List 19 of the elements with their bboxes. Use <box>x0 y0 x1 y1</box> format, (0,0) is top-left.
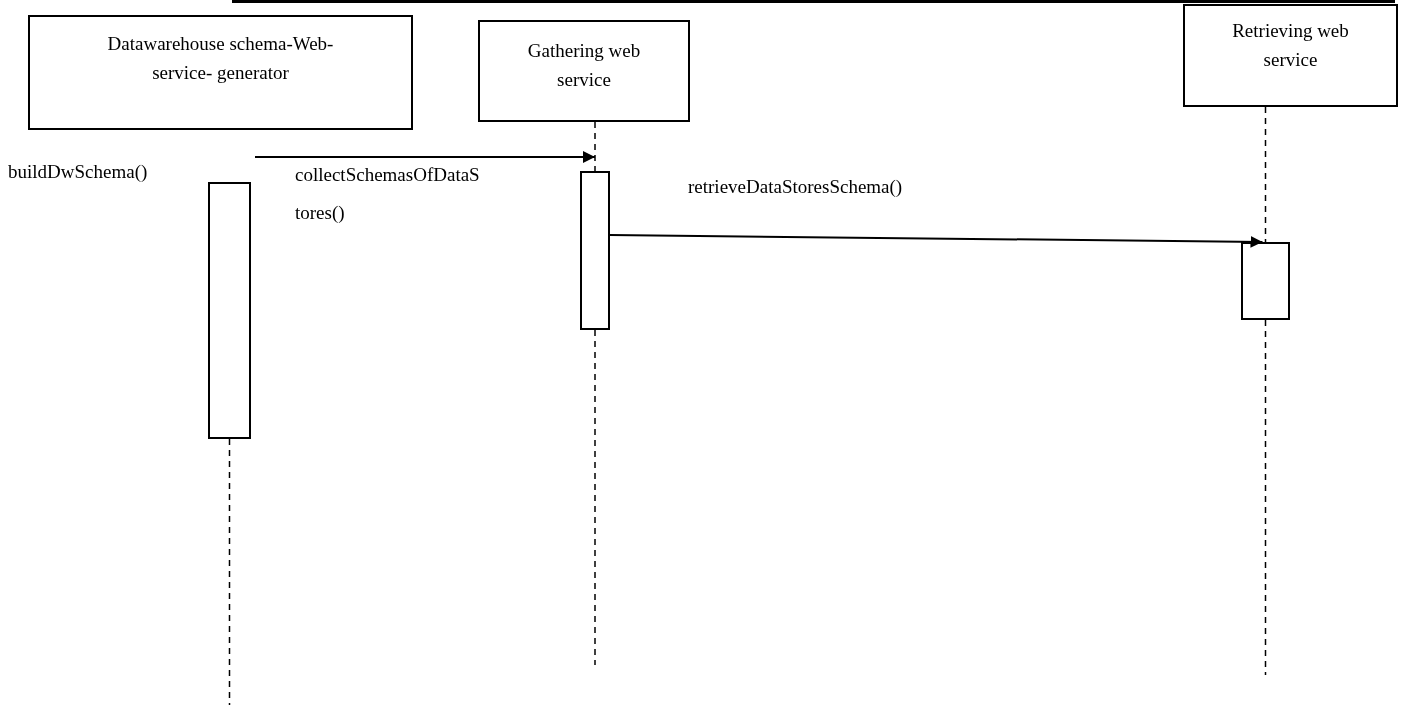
lifeline-header <box>28 15 413 130</box>
lifeline-header <box>1183 4 1398 107</box>
message-arrow <box>609 234 1264 248</box>
activation-bar <box>1241 242 1290 320</box>
lifeline <box>1264 319 1267 676</box>
activation-bar <box>580 171 610 330</box>
participant-name: Gathering web service <box>526 39 642 92</box>
participant-name: Datawarehouse schema-Web-service- generator <box>106 32 335 85</box>
lifeline <box>594 121 596 172</box>
lifeline-header <box>478 20 690 122</box>
message-arrow <box>254 151 596 163</box>
lifeline <box>1264 106 1267 243</box>
message-label: retrieveDataStoresSchema() <box>688 175 904 199</box>
participant-name: Retrieving web service <box>1231 19 1350 72</box>
message-label: buildDwSchema() <box>8 160 148 184</box>
activation-bar <box>208 182 251 439</box>
message-label: collectSchemasOfDataStores() <box>295 163 481 225</box>
lifeline <box>594 329 596 666</box>
lifeline <box>228 438 231 705</box>
